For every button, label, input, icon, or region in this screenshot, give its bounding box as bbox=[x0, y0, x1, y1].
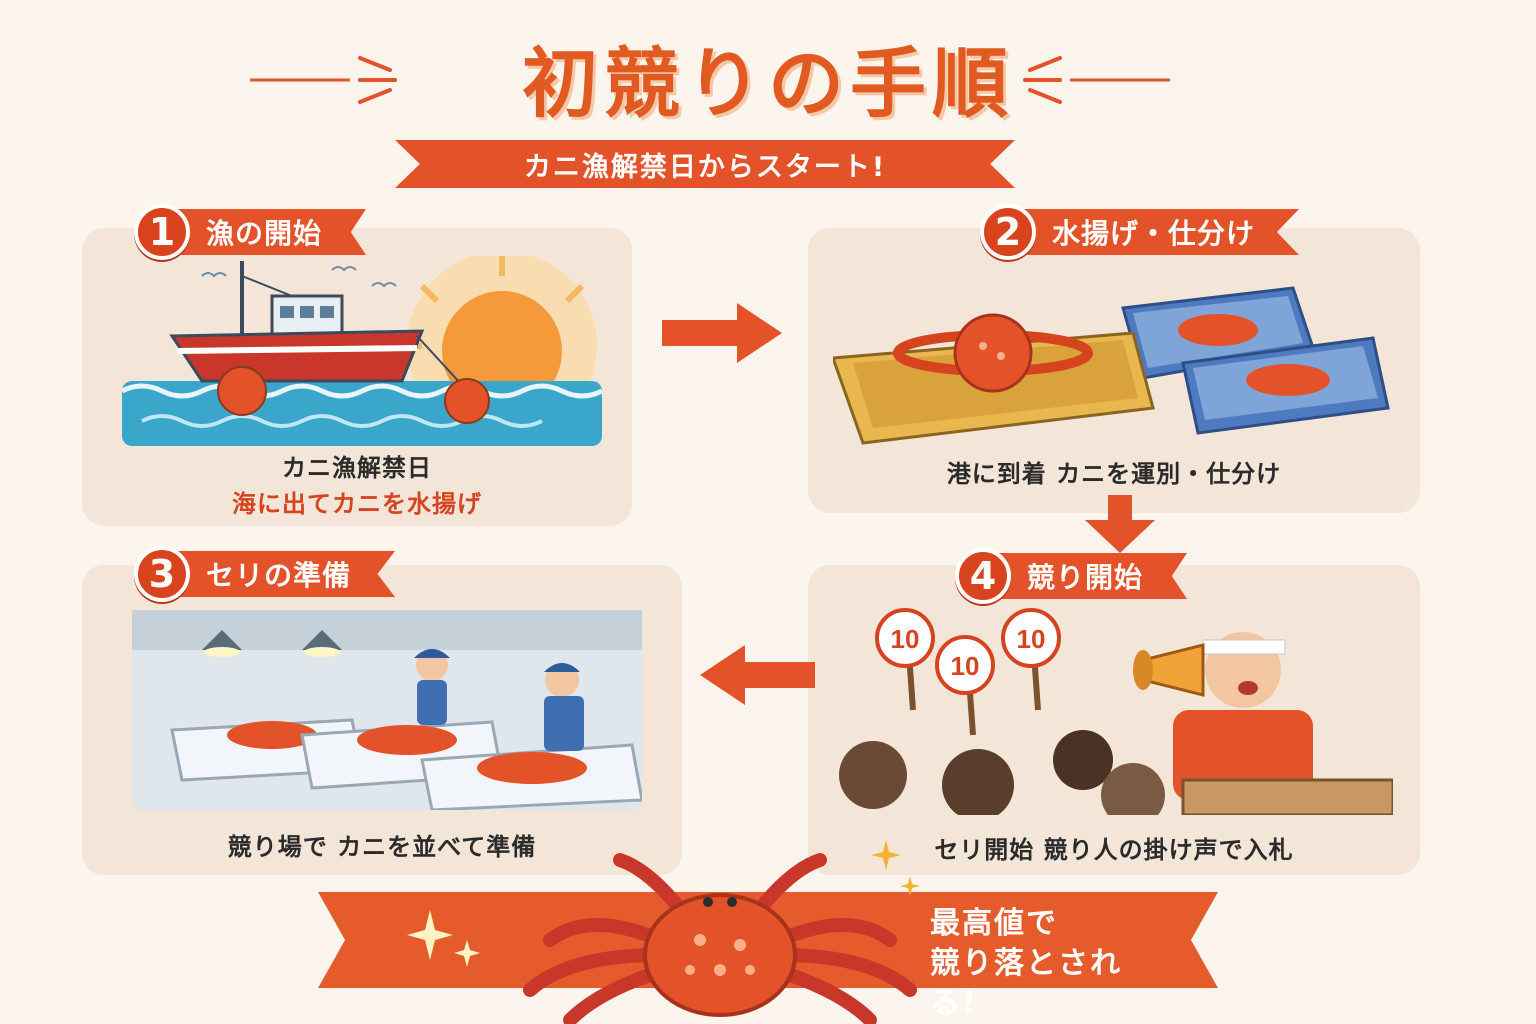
step-3-label: セリの準備 bbox=[176, 551, 396, 597]
step-2-label: 水揚げ・仕分け bbox=[1022, 209, 1300, 255]
step-2-caption: 港に到着 カニを運別・仕分け bbox=[946, 460, 1282, 488]
step-2-panel: 港に到着 カニを運別・仕分け bbox=[808, 228, 1420, 513]
step-2-badge: 2 水揚げ・仕分け bbox=[980, 204, 1300, 260]
step-3-number: 3 bbox=[134, 546, 190, 602]
result-line2: 競り落とされる! bbox=[930, 946, 1122, 1021]
paddle-3-text: 10 bbox=[1017, 624, 1046, 654]
step-1-caption-line1: カニ漁解禁日 bbox=[282, 454, 432, 482]
arrow-left-icon bbox=[700, 645, 815, 705]
step-4-label: 競り開始 bbox=[997, 553, 1188, 599]
paddle-2-text: 10 bbox=[951, 651, 980, 681]
step-3-badge: 3 セリの準備 bbox=[134, 546, 396, 602]
step-4-badge: 4 競り開始 bbox=[955, 548, 1188, 604]
subtitle-ribbon: カニ漁解禁日からスタート! bbox=[395, 140, 1015, 188]
result-line1: 最高値で bbox=[930, 906, 1058, 941]
step-2-number: 2 bbox=[980, 204, 1036, 260]
market-floor-illustration bbox=[132, 610, 642, 810]
step-1-label: 漁の開始 bbox=[176, 209, 367, 255]
step-1-panel: カニ漁解禁日 海に出てカニを水揚げ bbox=[82, 228, 632, 526]
sparkle-small-icon bbox=[871, 840, 920, 896]
paddle-1-text: 10 bbox=[891, 624, 920, 654]
crab-crates-illustration bbox=[833, 286, 1390, 445]
step-4-number: 4 bbox=[955, 548, 1011, 604]
fishing-boat-illustration bbox=[122, 256, 602, 446]
page-title: 初競りの手順 bbox=[522, 39, 1014, 128]
arrow-down-icon bbox=[1085, 495, 1155, 553]
step-1-caption-line2: 海に出てカニを水揚げ bbox=[232, 490, 482, 518]
step-4-panel: 10 10 10 セリ開始 競り人の掛け声で入札 bbox=[808, 565, 1420, 875]
step-3-panel: 競り場で カニを並べて準備 bbox=[82, 565, 682, 875]
step-1-number: 1 bbox=[134, 204, 190, 260]
step-1-badge: 1 漁の開始 bbox=[134, 204, 367, 260]
big-crab-illustration bbox=[523, 853, 917, 1024]
auction-illustration: 10 10 10 bbox=[839, 608, 1393, 815]
step-4-caption: セリ開始 競り人の掛け声で入札 bbox=[934, 836, 1294, 864]
step-1-caption: カニ漁解禁日 海に出てカニを水揚げ bbox=[82, 450, 632, 522]
step-3-caption: 競り場で カニを並べて準備 bbox=[227, 833, 537, 861]
title-right-decoration bbox=[1023, 56, 1170, 104]
title-left-decoration bbox=[250, 56, 397, 104]
sparkle-icon bbox=[407, 910, 480, 967]
arrow-right-icon bbox=[662, 303, 782, 363]
result-text: 最高値で 競り落とされる! bbox=[930, 904, 1160, 1024]
